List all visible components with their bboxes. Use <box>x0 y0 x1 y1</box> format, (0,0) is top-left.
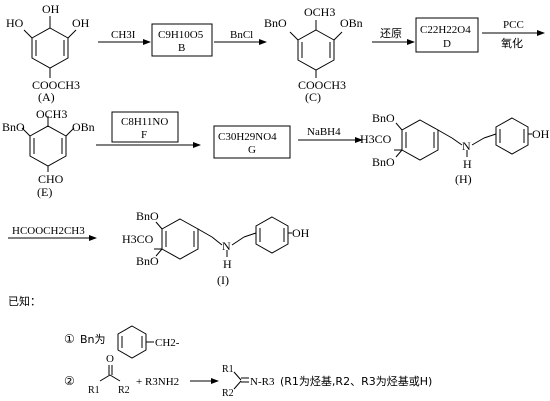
arrow-ethyl-formate: HCOOCH2CH3 <box>8 225 97 241</box>
compound-i-nh: H <box>223 257 232 271</box>
compound-e-och3: OCH3 <box>36 107 67 121</box>
note-2-prod-r2: R2 <box>222 388 234 399</box>
compound-i: BnO H3CO BnO N H OH (I) <box>122 209 310 287</box>
compound-h-bno-top: BnO <box>372 111 395 125</box>
arrow-pcc: PCC 氧化 <box>482 19 545 50</box>
compound-c-och3: OCH3 <box>304 5 335 19</box>
notes-heading: 已知： <box>8 294 41 308</box>
box-d: C22H22O4 D <box>415 17 479 53</box>
compound-h: BnO H3CO BnO N H OH (H) <box>360 111 550 186</box>
compound-i-h3co: H3CO <box>122 232 154 246</box>
compound-h-nh: H <box>463 157 472 171</box>
arrow-ch3i-reagent: CH3I <box>111 29 136 41</box>
compound-e-obn: OBn <box>72 120 95 134</box>
arrow-pcc-reagent: PCC <box>503 19 524 31</box>
compound-h-bno-bottom: BnO <box>372 155 395 169</box>
compound-i-label: (I) <box>217 273 229 287</box>
compound-e-label: (E) <box>37 185 52 199</box>
note-2-marker: ② <box>64 374 75 388</box>
arrow-nabh4: NaBH4 <box>298 126 363 143</box>
compound-i-bno-bottom: BnO <box>136 254 159 268</box>
compound-c-ester: COOCH3 <box>298 78 346 92</box>
box-b: C9H10O5 B <box>151 23 213 57</box>
arrow-nabh4-reagent: NaBH4 <box>307 126 341 138</box>
arrow-bncl-reagent: BnCl <box>230 29 253 41</box>
compound-a-oh-right: OH <box>72 16 90 30</box>
compound-i-bno-top: BnO <box>136 209 159 223</box>
compound-c: BnO OCH3 OBn COOCH3 (C) <box>264 5 363 104</box>
compound-h-label: (H) <box>455 172 472 186</box>
box-d-formula: C22H22O4 <box>420 24 471 36</box>
box-g-formula: C30H29NO4 <box>218 131 277 143</box>
compound-h-h3co: H3CO <box>360 132 392 146</box>
note-2-o: O <box>106 353 114 365</box>
note-2: ② O R1 R2 + R3NH2 R1 R2 N-R3 (R1为烃基,R2、R… <box>64 353 432 399</box>
note-2-r2: R2 <box>118 385 130 396</box>
compound-i-oh: OH <box>292 226 310 240</box>
note-1: ① Bn为 CH2- <box>64 325 180 359</box>
compound-a-oh-mid: OH <box>42 2 60 16</box>
arrow-ethyl-formate-reagent: HCOOCH2CH3 <box>12 225 85 237</box>
note-2-r1: R1 <box>88 385 100 396</box>
note-2-prod-n: N-R3 <box>250 376 275 388</box>
arrow-with-f: C8H11NO F <box>96 111 201 148</box>
note-1-text: Bn为 <box>80 333 106 346</box>
compound-e-bno: BnO <box>2 120 25 134</box>
compound-h-oh: OH <box>532 127 550 141</box>
box-b-label: B <box>178 42 185 54</box>
compound-c-bno: BnO <box>264 16 287 30</box>
note-2-condition: (R1为烃基,R2、R3为烃基或H) <box>280 375 432 388</box>
note-1-marker: ① <box>64 332 75 346</box>
arrow-bncl: BnCl <box>214 29 267 45</box>
compound-i-n: N <box>222 239 231 253</box>
note-2-amine: + R3NH2 <box>136 376 179 388</box>
arrow-pcc-oxidation: 氧化 <box>501 36 523 50</box>
compound-a-oh-left: HO <box>6 16 24 30</box>
compound-c-obn: OBn <box>340 16 363 30</box>
compound-c-label: (C) <box>305 90 321 104</box>
note-1-ch2: CH2- <box>155 337 180 349</box>
arrow-reduction-reagent: 还原 <box>380 27 402 40</box>
arrow-reduction: 还原 <box>372 27 415 45</box>
compound-e: BnO OCH3 OBn CHO (E) <box>2 107 95 199</box>
box-g-label: G <box>248 144 256 156</box>
compound-a: HO OH OH COOCH3 (A) <box>6 2 90 104</box>
arrow-ch3i: CH3I <box>98 29 151 45</box>
box-f-formula: C8H11NO <box>121 116 168 128</box>
box-f-label: F <box>141 129 147 141</box>
compound-e-cho: CHO <box>38 172 64 186</box>
compound-a-label: (A) <box>38 90 55 104</box>
box-g: C30H29NO4 G <box>213 125 291 159</box>
box-d-label: D <box>443 38 451 50</box>
compound-h-n: N <box>462 139 471 153</box>
compound-a-ester: COOCH3 <box>32 78 80 92</box>
note-2-prod-r1: R1 <box>222 364 234 375</box>
box-b-formula: C9H10O5 <box>158 29 204 41</box>
